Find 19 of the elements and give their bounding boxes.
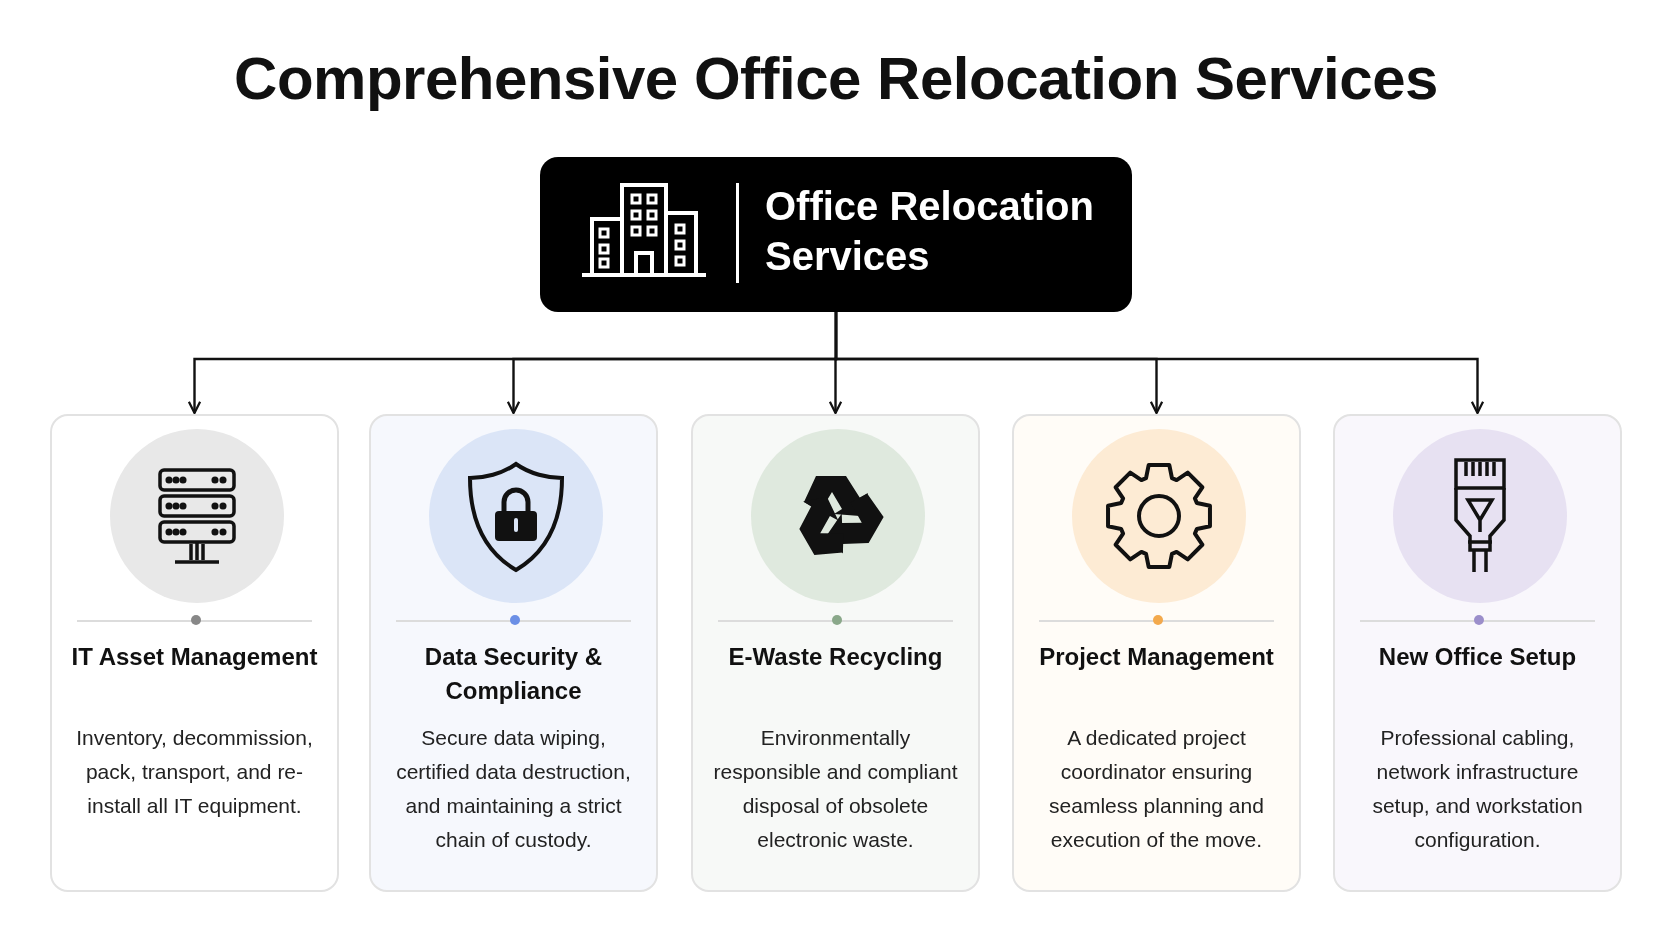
card-heading: IT Asset Management: [70, 642, 319, 672]
card-heading: Data Security & Compliance: [423, 642, 604, 706]
title: Comprehensive Office Relocation Services: [233, 44, 1439, 113]
service-card: [1012, 414, 1301, 892]
service-card: [1333, 414, 1622, 892]
card-heading: Project Management: [1038, 642, 1275, 672]
card-description: Professional cabling, network infrastructure setup, and workstation configuration.: [1371, 725, 1584, 853]
arrow: [834, 312, 1485, 415]
root-box: [540, 157, 1132, 312]
card-description: Secure data wiping, certified data destruction, and maintaining a strict chain of custody.: [395, 725, 632, 853]
card-heading: New Office Setup: [1377, 642, 1578, 672]
card-description: Environmentally responsible and compliant disposal of obsolete electronic waste.: [712, 725, 959, 853]
node-title: Office Relocation Services: [765, 183, 1095, 280]
service-card: [50, 414, 339, 892]
card-description: Inventory, decommission, pack, transport, and re-install all IT equipment.: [75, 725, 314, 819]
card-heading: E-Waste Recycling: [727, 642, 944, 672]
card-description: A dedicated project coordinator ensuring seamless planning and execution of the move.: [1048, 725, 1265, 853]
service-card: [691, 414, 980, 892]
service-card: [369, 414, 658, 892]
